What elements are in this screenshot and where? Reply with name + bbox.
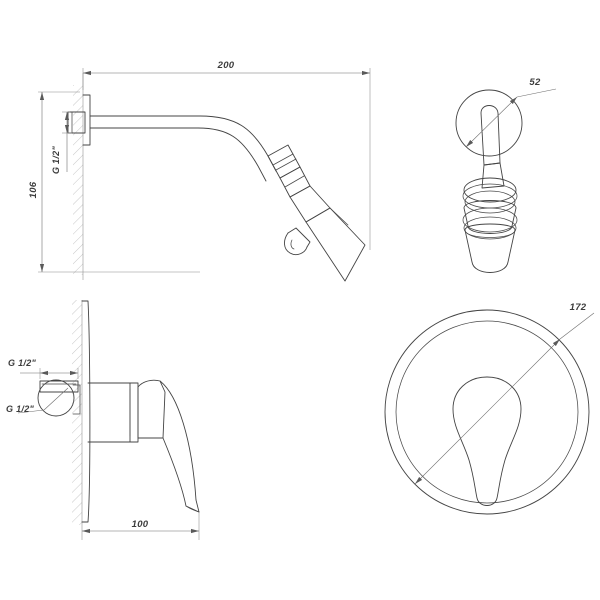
- shower-head-lever: [284, 227, 311, 256]
- mixer-inlet-top: [39, 380, 79, 393]
- mixer-body: [87, 382, 139, 443]
- wall-hatching: [73, 73, 84, 280]
- mixer-escutcheon-plate: [81, 300, 91, 523]
- view-shower-head-front: 52: [455, 77, 557, 273]
- mixer-lever-handle: [159, 380, 200, 513]
- dimension-g12-arm: G 1/2": [51, 111, 72, 175]
- dimension-g12-top-label: G 1/2": [8, 358, 37, 368]
- shower-head-neck: [289, 185, 331, 223]
- mixer-plate-outer-circle: [384, 309, 590, 515]
- dimension-106-label: 106: [28, 181, 39, 198]
- shower-head-cone: [305, 207, 366, 282]
- mixer-handle-hub: [137, 379, 166, 439]
- mixer-wall-hatching: [72, 300, 83, 525]
- dimension-g12-arm-label: G 1/2": [51, 146, 61, 175]
- dimension-52-label: 52: [529, 77, 541, 88]
- dimension-52: 52: [465, 77, 557, 148]
- dimension-172: 172: [414, 302, 595, 485]
- dimension-g12-bottom: G 1/2": [6, 404, 45, 414]
- shower-flange-circle: [455, 89, 523, 157]
- view-mixer-side: G 1/2" G 1/2" 100: [6, 300, 200, 540]
- mixer-plate-inner-circle: [395, 320, 579, 504]
- dimension-200-label: 200: [217, 60, 235, 71]
- dimension-100: 100: [81, 512, 200, 540]
- dimension-g12-top: G 1/2": [8, 358, 79, 379]
- shower-arm-tube: [89, 115, 277, 182]
- shower-head-front-body: [462, 200, 518, 240]
- dimension-100-label: 100: [132, 519, 149, 530]
- dimension-172-label: 172: [570, 302, 587, 313]
- dimension-g12-bottom-label: G 1/2": [6, 404, 35, 414]
- dimension-200: 200: [82, 60, 371, 250]
- mixer-inlet-bottom: [37, 379, 81, 417]
- shower-head-collar: [267, 144, 311, 198]
- view-mixer-front: 172: [384, 302, 595, 515]
- dimension-106: 106: [28, 91, 200, 273]
- view-shower-arm-side: 200 106 G 1/2": [28, 60, 371, 282]
- mixer-front-lever: [452, 376, 522, 506]
- shower-head-front-face: [464, 223, 516, 273]
